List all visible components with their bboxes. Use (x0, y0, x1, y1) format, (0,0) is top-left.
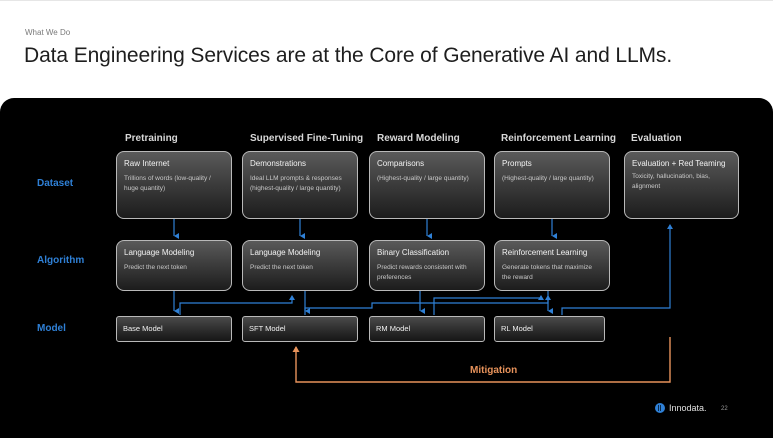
innodata-logo: Innodata. (655, 403, 707, 413)
box-title: Evaluation + Red Teaming (632, 159, 726, 168)
algorithm-box-binary-classification: Binary Classification Predict rewards co… (369, 240, 485, 291)
box-title: Prompts (502, 159, 532, 168)
page-number: 22 (721, 406, 728, 412)
column-header-reinforcement-learning: Reinforcement Learning (501, 133, 617, 144)
box-description: Trillions of words (low-quality / huge q… (124, 175, 211, 192)
box-title: RL Model (501, 324, 533, 333)
box-description: Generate tokens that maximize the reward (502, 264, 592, 281)
box-description: Toxicity, hallucination, bias, alignment (632, 173, 710, 190)
box-description: Predict the next token (124, 264, 187, 271)
box-title: RM Model (376, 324, 411, 333)
innodata-logo-icon (655, 403, 665, 413)
logo-text: Innodata. (669, 403, 707, 413)
column-header-sft: Supervised Fine-Tuning (250, 133, 364, 144)
box-title: Demonstrations (250, 159, 307, 168)
box-title: Base Model (123, 324, 163, 333)
box-title: Comparisons (377, 159, 425, 168)
algorithm-box-reinforcement-learning: Reinforcement Learning Generate tokens t… (494, 240, 610, 291)
box-title: Raw Internet (124, 159, 170, 168)
box-description: (Highest-quality / large quantity) (502, 175, 594, 182)
algorithm-box-language-modeling-sft: Language Modeling Predict the next token (242, 240, 358, 291)
box-title: Binary Classification (377, 248, 450, 257)
box-title: Language Modeling (124, 248, 195, 257)
model-box-sft-model: SFT Model (242, 316, 358, 342)
dataset-box-evaluation-red-teaming: Evaluation + Red Teaming Toxicity, hallu… (624, 151, 739, 219)
model-box-rm-model: RM Model (369, 316, 485, 342)
box-description: Predict the next token (250, 264, 313, 271)
column-header-evaluation: Evaluation (631, 133, 682, 144)
box-title: SFT Model (249, 324, 286, 333)
box-description: Ideal LLM prompts & responses (highest-q… (250, 175, 342, 192)
column-header-pretraining: Pretraining (125, 133, 178, 144)
section-eyebrow: What We Do (25, 28, 71, 37)
page-title: Data Engineering Services are at the Cor… (24, 44, 673, 67)
dataset-box-comparisons: Comparisons (Highest-quality / large qua… (369, 151, 485, 219)
dataset-box-demonstrations: Demonstrations Ideal LLM prompts & respo… (242, 151, 358, 219)
box-description: Predict rewards consistent with preferen… (377, 264, 467, 281)
mitigation-label: Mitigation (470, 365, 518, 376)
row-label-dataset: Dataset (37, 178, 74, 189)
model-box-base-model: Base Model (116, 316, 232, 342)
box-description: (Highest-quality / large quantity) (377, 175, 469, 182)
box-title: Language Modeling (250, 248, 321, 257)
row-label-algorithm: Algorithm (37, 255, 85, 266)
model-box-rl-model: RL Model (494, 316, 605, 342)
box-title: Reinforcement Learning (502, 248, 588, 257)
dataset-box-prompts: Prompts (Highest-quality / large quantit… (494, 151, 610, 219)
column-header-reward-modeling: Reward Modeling (377, 133, 460, 144)
dataset-box-raw-internet: Raw Internet Trillions of words (low-qua… (116, 151, 232, 219)
row-label-model: Model (37, 323, 66, 334)
top-rule (0, 0, 773, 1)
algorithm-box-language-modeling-pretraining: Language Modeling Predict the next token (116, 240, 232, 291)
